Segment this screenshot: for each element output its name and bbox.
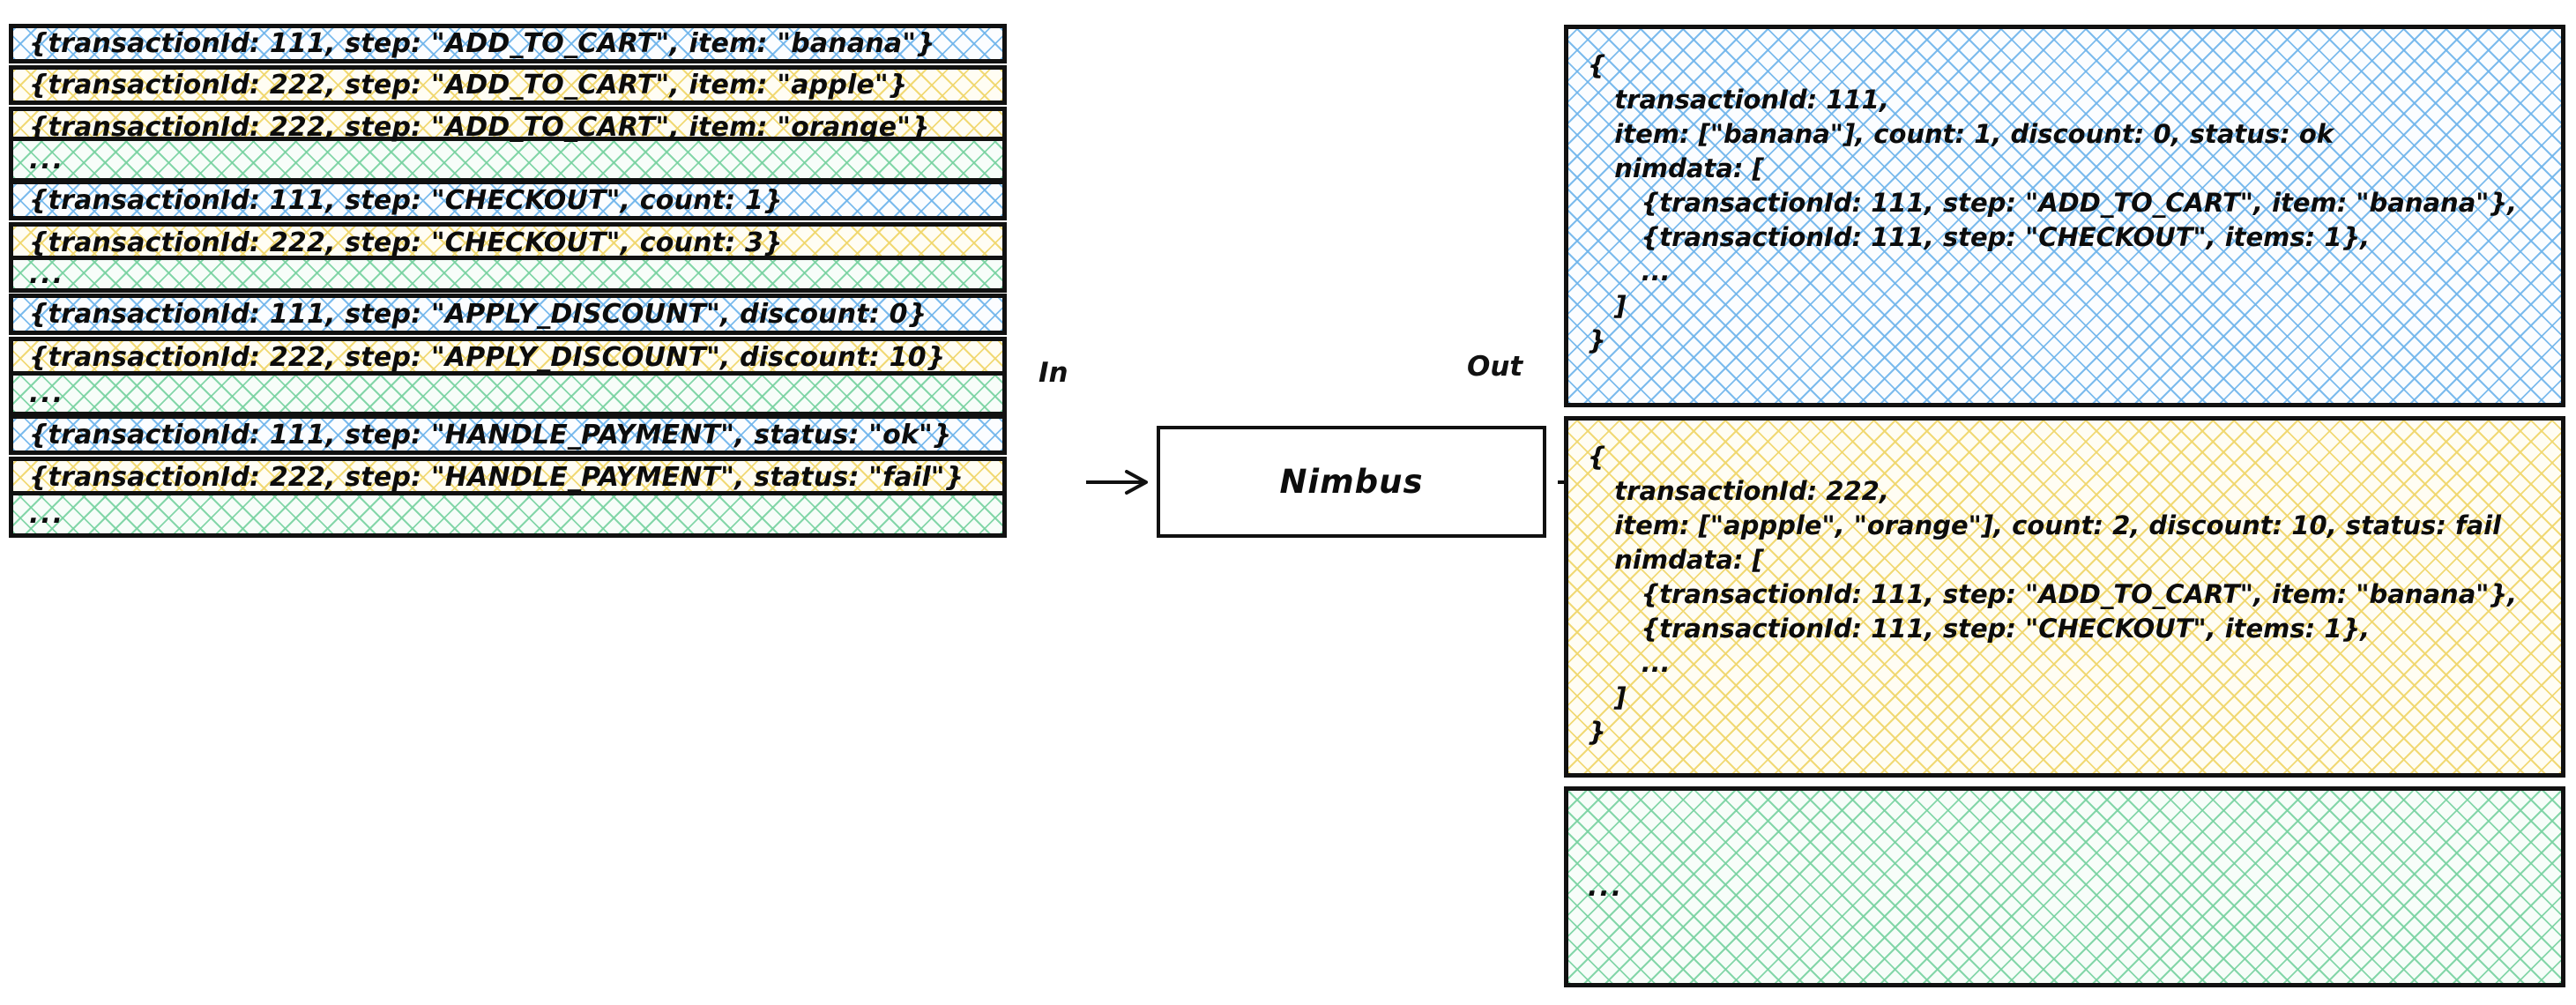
event-row: {transactionId: 222, step: "APPLY_DISCOU… <box>9 337 1007 378</box>
event-row-ellipsis: ... <box>9 256 1007 293</box>
output-code-line: nimdata: [ <box>1588 153 1764 183</box>
output-card-text: ... <box>1588 871 1624 903</box>
nimbus-label: Nimbus <box>1279 463 1424 501</box>
output-code-line: { <box>1588 442 1606 472</box>
event-row-text: {transactionId: 222, step: "CHECKOUT", c… <box>29 227 783 258</box>
output-card-code: { transactionId: 222, item: ["appple", "… <box>1568 421 2561 749</box>
in-label: In <box>1039 357 1068 389</box>
output-code-line: {transactionId: 111, step: "CHECKOUT", i… <box>1588 614 2371 644</box>
event-row-text: {transactionId: 111, step: "ADD_TO_CART"… <box>29 28 935 59</box>
event-row-text: {transactionId: 111, step: "HANDLE_PAYME… <box>29 419 952 450</box>
arrow-right-icon-in <box>1086 470 1148 495</box>
event-row-text: {transactionId: 222, step: "HANDLE_PAYME… <box>29 461 964 493</box>
output-code-line: transactionId: 111, <box>1588 85 1889 115</box>
event-row-text: ... <box>29 144 65 175</box>
output-code-line: } <box>1588 717 1606 747</box>
event-row: {transactionId: 111, step: "APPLY_DISCOU… <box>9 294 1007 335</box>
output-card-code: { transactionId: 111, item: ["banana"], … <box>1568 29 2561 358</box>
event-row-text: {transactionId: 111, step: "APPLY_DISCOU… <box>29 299 927 330</box>
output-code-line: { <box>1588 50 1606 80</box>
event-row: {transactionId: 222, step: "ADD_TO_CART"… <box>9 65 1007 105</box>
event-row-ellipsis: ... <box>9 371 1007 416</box>
output-code-line: item: ["appple", "orange"], count: 2, di… <box>1588 510 2502 540</box>
output-code-line: } <box>1588 325 1606 355</box>
event-row-text: {transactionId: 222, step: "APPLY_DISCOU… <box>29 342 946 373</box>
event-row-text: {transactionId: 111, step: "CHECKOUT", c… <box>29 184 783 216</box>
output-code-line: ] <box>1588 291 1627 321</box>
event-row: {transactionId: 111, step: "HANDLE_PAYME… <box>9 414 1007 455</box>
output-code-line: {transactionId: 111, step: "ADD_TO_CART"… <box>1588 188 2518 218</box>
event-row-text: {transactionId: 222, step: "ADD_TO_CART"… <box>29 70 908 100</box>
out-label: Out <box>1467 351 1523 383</box>
event-row-text: ... <box>29 258 65 290</box>
output-card: { transactionId: 111, item: ["banana"], … <box>1564 25 2565 407</box>
output-code-line: item: ["banana"], count: 1, discount: 0,… <box>1588 119 2334 149</box>
event-row: {transactionId: 222, step: "HANDLE_PAYME… <box>9 457 1007 497</box>
output-card-ellipsis: ... <box>1564 786 2565 987</box>
event-row-text: ... <box>29 378 65 409</box>
output-card: { transactionId: 222, item: ["appple", "… <box>1564 416 2565 778</box>
output-code-line: transactionId: 222, <box>1588 476 1889 506</box>
output-code-line: ] <box>1588 682 1627 712</box>
output-code-line: {transactionId: 111, step: "CHECKOUT", i… <box>1588 222 2371 252</box>
output-code-line: {transactionId: 111, step: "ADD_TO_CART"… <box>1588 579 2518 609</box>
event-row: {transactionId: 111, step: "CHECKOUT", c… <box>9 180 1007 220</box>
output-code-line: ... <box>1588 648 1671 678</box>
event-row-text: ... <box>29 499 65 530</box>
event-row: {transactionId: 111, step: "ADD_TO_CART"… <box>9 24 1007 63</box>
event-row: {transactionId: 222, step: "ADD_TO_CART"… <box>9 107 1007 148</box>
event-row-text: {transactionId: 222, step: "ADD_TO_CART"… <box>29 112 930 143</box>
event-row-ellipsis: ... <box>9 491 1007 538</box>
nimbus-processor-box[interactable]: Nimbus <box>1157 426 1546 538</box>
output-code-line: nimdata: [ <box>1588 545 1764 575</box>
output-code-line: ... <box>1588 257 1671 287</box>
event-row-ellipsis: ... <box>9 137 1007 182</box>
